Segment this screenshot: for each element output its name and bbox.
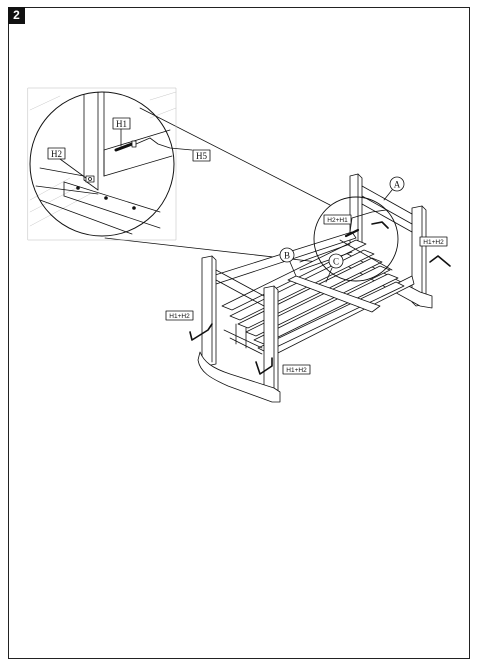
- detail-allen-key-h5: [149, 137, 193, 151]
- front-left-post: [201, 255, 217, 367]
- svg-text:H1: H1: [116, 119, 127, 129]
- detail-side-rail: [103, 129, 173, 177]
- page-frame: [8, 7, 470, 659]
- svg-text:B: B: [284, 251, 290, 261]
- front-rocker: [197, 351, 281, 403]
- detail-magnifier: H1 H2 H5: [27, 87, 331, 263]
- detail-nut-h2: [85, 175, 95, 183]
- svg-text:H1+H2: H1+H2: [423, 239, 444, 246]
- magnifier-circle: [29, 91, 175, 237]
- hardware-callout-right-back: H1+H2: [419, 236, 451, 267]
- detail-background-frame: [27, 87, 177, 241]
- hardware-callout-bottom-front: H1+H2: [255, 357, 311, 375]
- part-label-c: C: [325, 253, 344, 283]
- detail-bolt-h1: [114, 137, 151, 152]
- magnifier-leader-top: [139, 107, 331, 206]
- detail-lower-rail: [35, 167, 161, 235]
- svg-text:H1+H2: H1+H2: [169, 313, 190, 320]
- part-label-a: A: [383, 176, 405, 201]
- svg-text:C: C: [333, 257, 339, 267]
- step-number-badge: 2: [8, 7, 25, 24]
- front-top-rail: [215, 269, 265, 307]
- svg-text:H2: H2: [51, 149, 62, 159]
- diagonal-brace-c: [287, 243, 381, 313]
- under-slat-members: [223, 323, 263, 355]
- hardware-callout-top-center: H2+H1: [323, 209, 389, 238]
- detail-background-planks: [29, 91, 177, 227]
- svg-text:A: A: [394, 180, 401, 190]
- detail-post: [83, 91, 105, 191]
- bench-frame: [197, 173, 433, 403]
- hardware-callout-left-front: H1+H2: [165, 310, 213, 341]
- back-rail: [361, 185, 413, 233]
- detail-label-h1: H1: [112, 117, 131, 147]
- svg-text:H1+H2: H1+H2: [286, 367, 307, 374]
- detail-label-h5: H5: [192, 149, 211, 162]
- svg-text:H2+H1: H2+H1: [327, 217, 348, 224]
- part-label-b: B: [279, 247, 297, 277]
- front-right-post: [263, 285, 279, 399]
- svg-text:H5: H5: [196, 151, 207, 161]
- detail-target-circle: [313, 196, 399, 282]
- detail-label-h2: H2: [47, 147, 87, 179]
